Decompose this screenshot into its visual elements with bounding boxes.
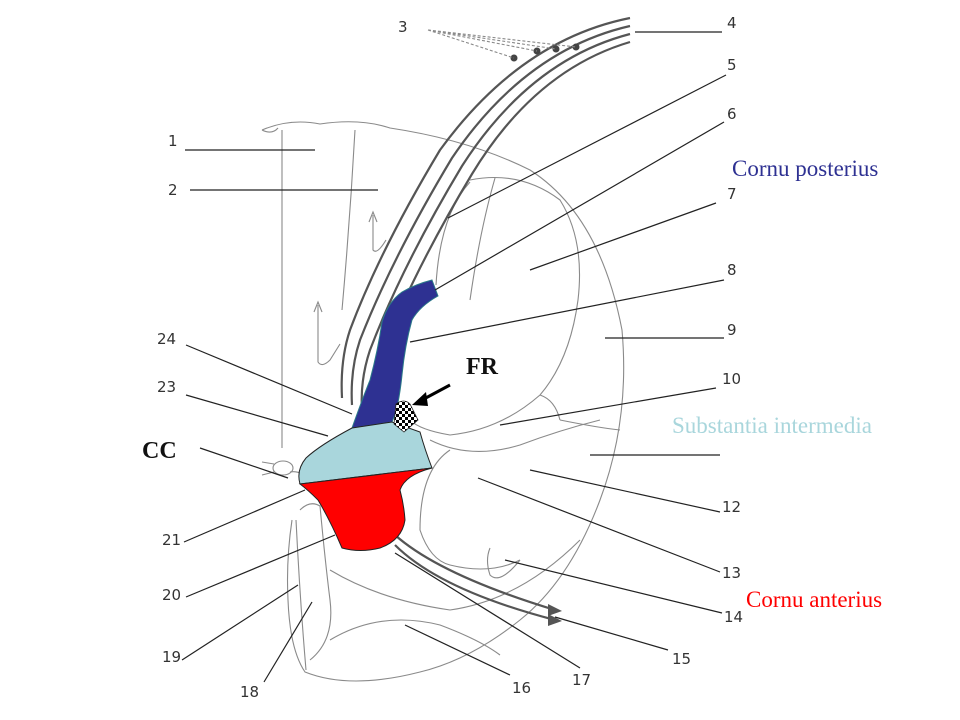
formatio-reticularis-patch <box>393 400 419 433</box>
substantia-intermedia-region <box>298 421 433 485</box>
spinal-cord-outline <box>261 121 625 682</box>
label-fr: FR <box>466 354 499 380</box>
number-12: 12 <box>722 498 741 516</box>
number-19: 19 <box>162 648 181 666</box>
number-8: 8 <box>727 261 737 279</box>
cornu-posterius-region <box>351 279 439 429</box>
label-cornu-anterius: Cornu anterius <box>746 587 882 612</box>
number-9: 9 <box>727 321 737 339</box>
number-4: 4 <box>727 14 737 32</box>
number-3: 3 <box>398 18 408 36</box>
leader-lines <box>181 31 727 683</box>
number-21: 21 <box>162 531 181 549</box>
ventral-root-fibers <box>394 534 562 626</box>
number-6: 6 <box>727 105 737 123</box>
number-13: 13 <box>722 564 741 582</box>
number-14: 14 <box>724 608 743 626</box>
number-7: 7 <box>727 185 737 203</box>
label-cc: CC <box>142 438 177 464</box>
number-16: 16 <box>512 679 531 697</box>
number-17: 17 <box>572 671 591 689</box>
dorsal-root-fibers <box>340 16 631 411</box>
number-5: 5 <box>727 56 737 74</box>
number-24: 24 <box>157 330 176 348</box>
number-20: 20 <box>162 586 181 604</box>
label-cornu-posterius: Cornu posterius <box>732 156 878 181</box>
cornu-anterius-region <box>298 467 433 551</box>
number-15: 15 <box>672 650 691 668</box>
number-labels: 1 2 3 4 5 6 7 8 9 10 12 13 14 15 16 17 1… <box>157 14 743 701</box>
number-18: 18 <box>240 683 259 701</box>
number-2: 2 <box>168 181 178 199</box>
number-10: 10 <box>722 370 741 388</box>
label-substantia-intermedia: Substantia intermedia <box>672 413 872 438</box>
number-1: 1 <box>168 132 178 150</box>
number-23: 23 <box>157 378 176 396</box>
